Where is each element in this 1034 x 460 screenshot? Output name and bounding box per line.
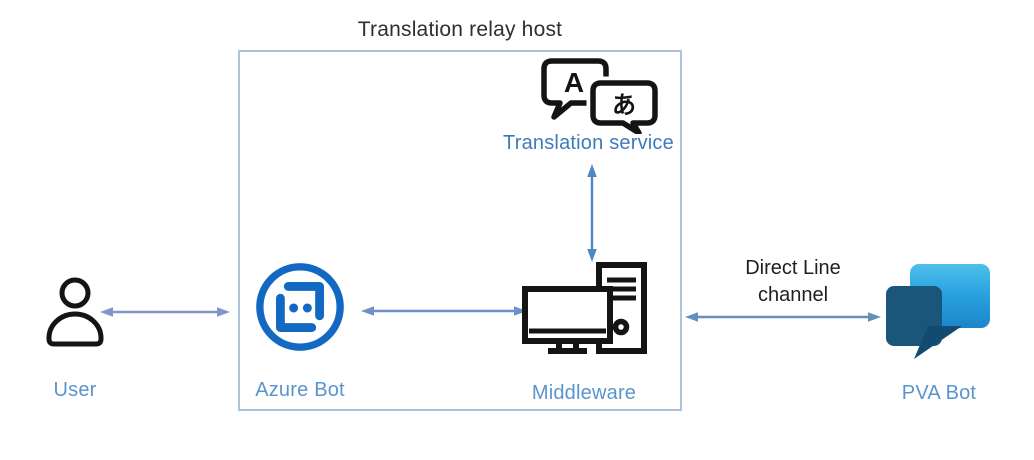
azure-bot-icon [256,263,344,351]
japanese-glyph: あ [612,91,636,119]
user-icon [46,277,104,347]
pva-bot-label: PVA Bot [901,382,977,404]
direct-line-arrow [685,312,881,322]
user-azure-arrow [100,307,230,317]
relay-box-title: Translation relay host [357,18,563,41]
translation-relay-host-box [238,50,682,411]
user-node [44,277,106,347]
middleware-label: Middleware [531,382,637,404]
azure-bot-label: Azure Bot [255,379,345,401]
latin-glyph: A [564,67,584,98]
azure-bot-node [253,260,347,354]
middleware-translation-arrow [587,164,597,262]
user-label: User [53,379,97,401]
chat-bubbles-icon [886,264,990,359]
direct-line-channel-label: Direct Line channel [745,257,841,306]
translation-chat-icon: A あ [541,58,659,134]
translation-service-node: A あ [541,58,659,134]
middleware-node [521,260,647,356]
pva-bot-node [884,262,992,362]
translation-service-label: Translation service [503,132,674,154]
azure-middleware-arrow [361,306,527,316]
desktop-computer-icon [522,262,647,354]
